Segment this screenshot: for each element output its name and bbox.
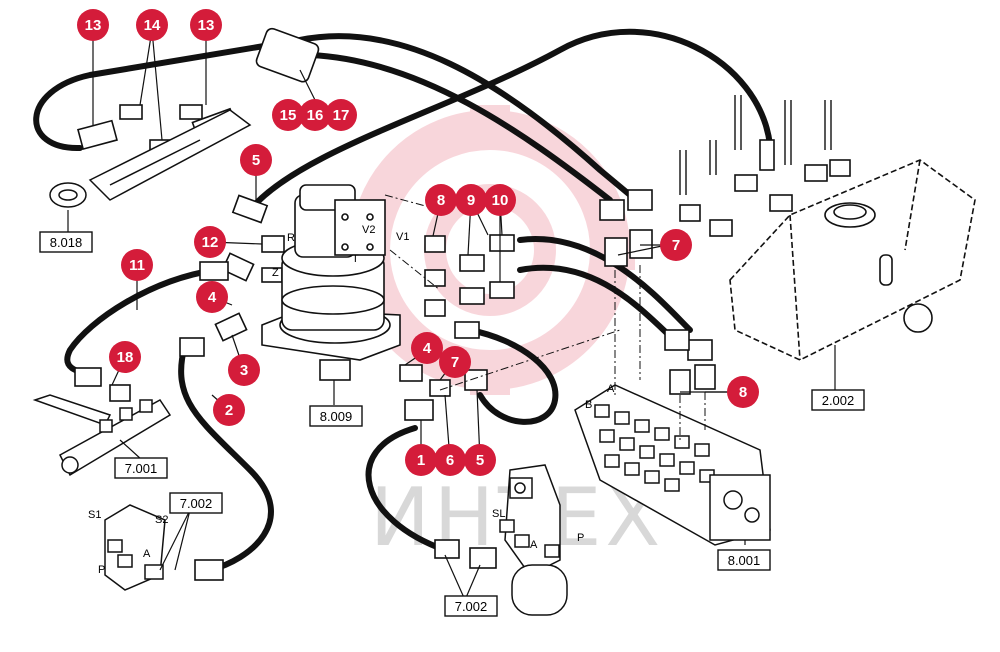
callout-badge-circle: [325, 99, 357, 131]
reference-box: [309, 405, 363, 427]
reference-box: [169, 492, 223, 514]
guide-lines: [384, 194, 706, 440]
port-label: A: [530, 539, 538, 551]
directional-valve: [104, 504, 166, 591]
port-label: R: [287, 232, 295, 244]
reference-box: [444, 595, 498, 617]
reference-box-label: 8.001: [728, 553, 761, 568]
callout-badge-label: 8: [437, 192, 445, 209]
callout-badge-circle: [213, 394, 245, 426]
callout-badge-circle: [425, 184, 457, 216]
callout-badge-label: 4: [208, 289, 217, 306]
callout-badge-label: 18: [117, 349, 134, 366]
callout-badge-circle: [660, 229, 692, 261]
callout-badge-circle: [411, 332, 443, 364]
callout-badge-circle: [484, 184, 516, 216]
port-label: Z: [272, 267, 279, 279]
callout-badge-label: 10: [492, 192, 509, 209]
port-label: P: [98, 564, 105, 576]
callout-badge-label: 15: [280, 107, 297, 124]
callout-badge-label: 9: [467, 192, 475, 209]
callout-badge-label: 17: [333, 107, 350, 124]
callout-badge-circle: [727, 376, 759, 408]
callout-badge-label: 5: [252, 152, 260, 169]
port-label: T: [352, 253, 359, 265]
callout-badge-label: 13: [198, 17, 215, 34]
reference-box-label: 8.018: [50, 235, 83, 250]
port-label: S2: [155, 514, 168, 526]
port-label: A: [143, 548, 151, 560]
callout-badge-circle: [194, 226, 226, 258]
reference-box: [811, 389, 865, 411]
hydraulic-tank: [729, 159, 976, 361]
reference-box: [717, 549, 771, 571]
callout-badge-label: 7: [672, 237, 680, 254]
brake-valve: [32, 394, 172, 477]
callout-badge-label: 2: [225, 402, 233, 419]
callout-badge-circle: [405, 444, 437, 476]
callout-badge-label: 7: [451, 354, 459, 371]
port-label: V2: [362, 224, 375, 236]
callout-badge-circle: [196, 281, 228, 313]
callout-badge-label: 8: [739, 384, 747, 401]
callout-badge-circle: [439, 346, 471, 378]
callout-badge-label: 6: [446, 452, 454, 469]
reference-box: [39, 231, 93, 253]
callout-badge-circle: [240, 144, 272, 176]
callout-badge-circle: [455, 184, 487, 216]
callout-badge-circle: [434, 444, 466, 476]
callout-badge-label: 5: [476, 452, 484, 469]
reference-box-label: 7.001: [125, 461, 158, 476]
hydraulic-cylinder: [49, 109, 252, 208]
callout-badge-circle: [136, 9, 168, 41]
callout-badge-circle: [121, 249, 153, 281]
callout-badge-circle: [77, 9, 109, 41]
callout-badge-circle: [272, 99, 304, 131]
callout-badge-circle: [190, 9, 222, 41]
return-lines: [679, 95, 832, 195]
callout-badge-label: 4: [423, 340, 432, 357]
control-valve-block: [574, 384, 771, 546]
callout-badge-label: 14: [144, 17, 161, 34]
callout-badge-label: 12: [202, 234, 219, 251]
reference-box-label: 8.009: [320, 409, 353, 424]
port-label: P: [577, 532, 584, 544]
reference-box-label: 7.002: [455, 599, 488, 614]
reference-box: [114, 457, 168, 479]
port-label: SL: [492, 508, 505, 520]
callout-badge-label: 1: [417, 452, 425, 469]
callout-badge-label: 3: [240, 362, 248, 379]
port-label: A: [607, 383, 615, 395]
slewing-motor: [261, 184, 401, 381]
port-label: V1: [396, 231, 409, 243]
tank-cap: [824, 202, 933, 333]
callout-badge-label: 11: [129, 257, 145, 274]
reference-boxes: 8.018 8.009 7.001 7.002 7.002 2.002 8.001: [39, 231, 865, 617]
callout-badge-circle: [228, 354, 260, 386]
fittings: [74, 27, 851, 581]
accumulator-valve: [499, 464, 568, 616]
port-label: B: [585, 399, 592, 411]
reference-box-label: 7.002: [180, 496, 213, 511]
callout-badge-circle: [299, 99, 331, 131]
callout-badge-circle: [109, 341, 141, 373]
reference-box-label: 2.002: [822, 393, 855, 408]
callout-badge-label: 16: [307, 107, 324, 124]
callout-badge-circle: [464, 444, 496, 476]
callout-badge-label: 13: [85, 17, 102, 34]
port-label: S1: [88, 509, 101, 521]
